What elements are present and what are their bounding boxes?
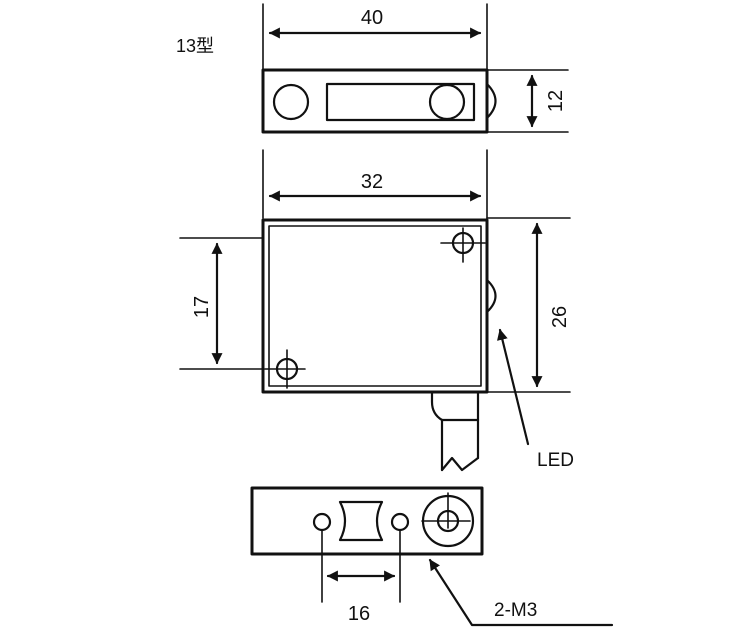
m3-label: 2-M3 (494, 600, 537, 621)
dim-label-16: 16 (348, 603, 370, 625)
dim-label-12: 12 (545, 90, 567, 112)
front-led-bump (485, 278, 497, 314)
model-label: 13型 (176, 36, 214, 56)
bottom-body (250, 486, 484, 556)
top-led-bump (485, 82, 497, 120)
bottom-hole-left (312, 512, 332, 532)
front-body (261, 218, 489, 394)
front-view: 32 17 26 (179, 149, 574, 472)
led-label: LED (537, 450, 574, 471)
m3-leader (428, 558, 614, 627)
dim-label-26: 26 (549, 306, 571, 328)
front-hole-bottom-left (264, 349, 306, 389)
top-view: 40 12 (261, 3, 569, 134)
top-slot (325, 82, 476, 122)
dim-label-17: 17 (191, 296, 213, 318)
top-hole-right (428, 83, 466, 121)
bottom-lens-window (338, 500, 384, 542)
bottom-view: 16 2-M3 (250, 486, 614, 627)
front-hole-top-right (440, 227, 486, 263)
dim-label-32: 32 (361, 171, 383, 193)
bottom-cable-gland (421, 492, 475, 548)
cable (430, 390, 480, 472)
top-hole-left (272, 83, 310, 121)
top-body (261, 68, 489, 134)
led-leader (497, 328, 530, 446)
dim-label-40: 40 (361, 7, 383, 29)
front-body-inner (268, 225, 482, 387)
bottom-hole-right (390, 512, 410, 532)
